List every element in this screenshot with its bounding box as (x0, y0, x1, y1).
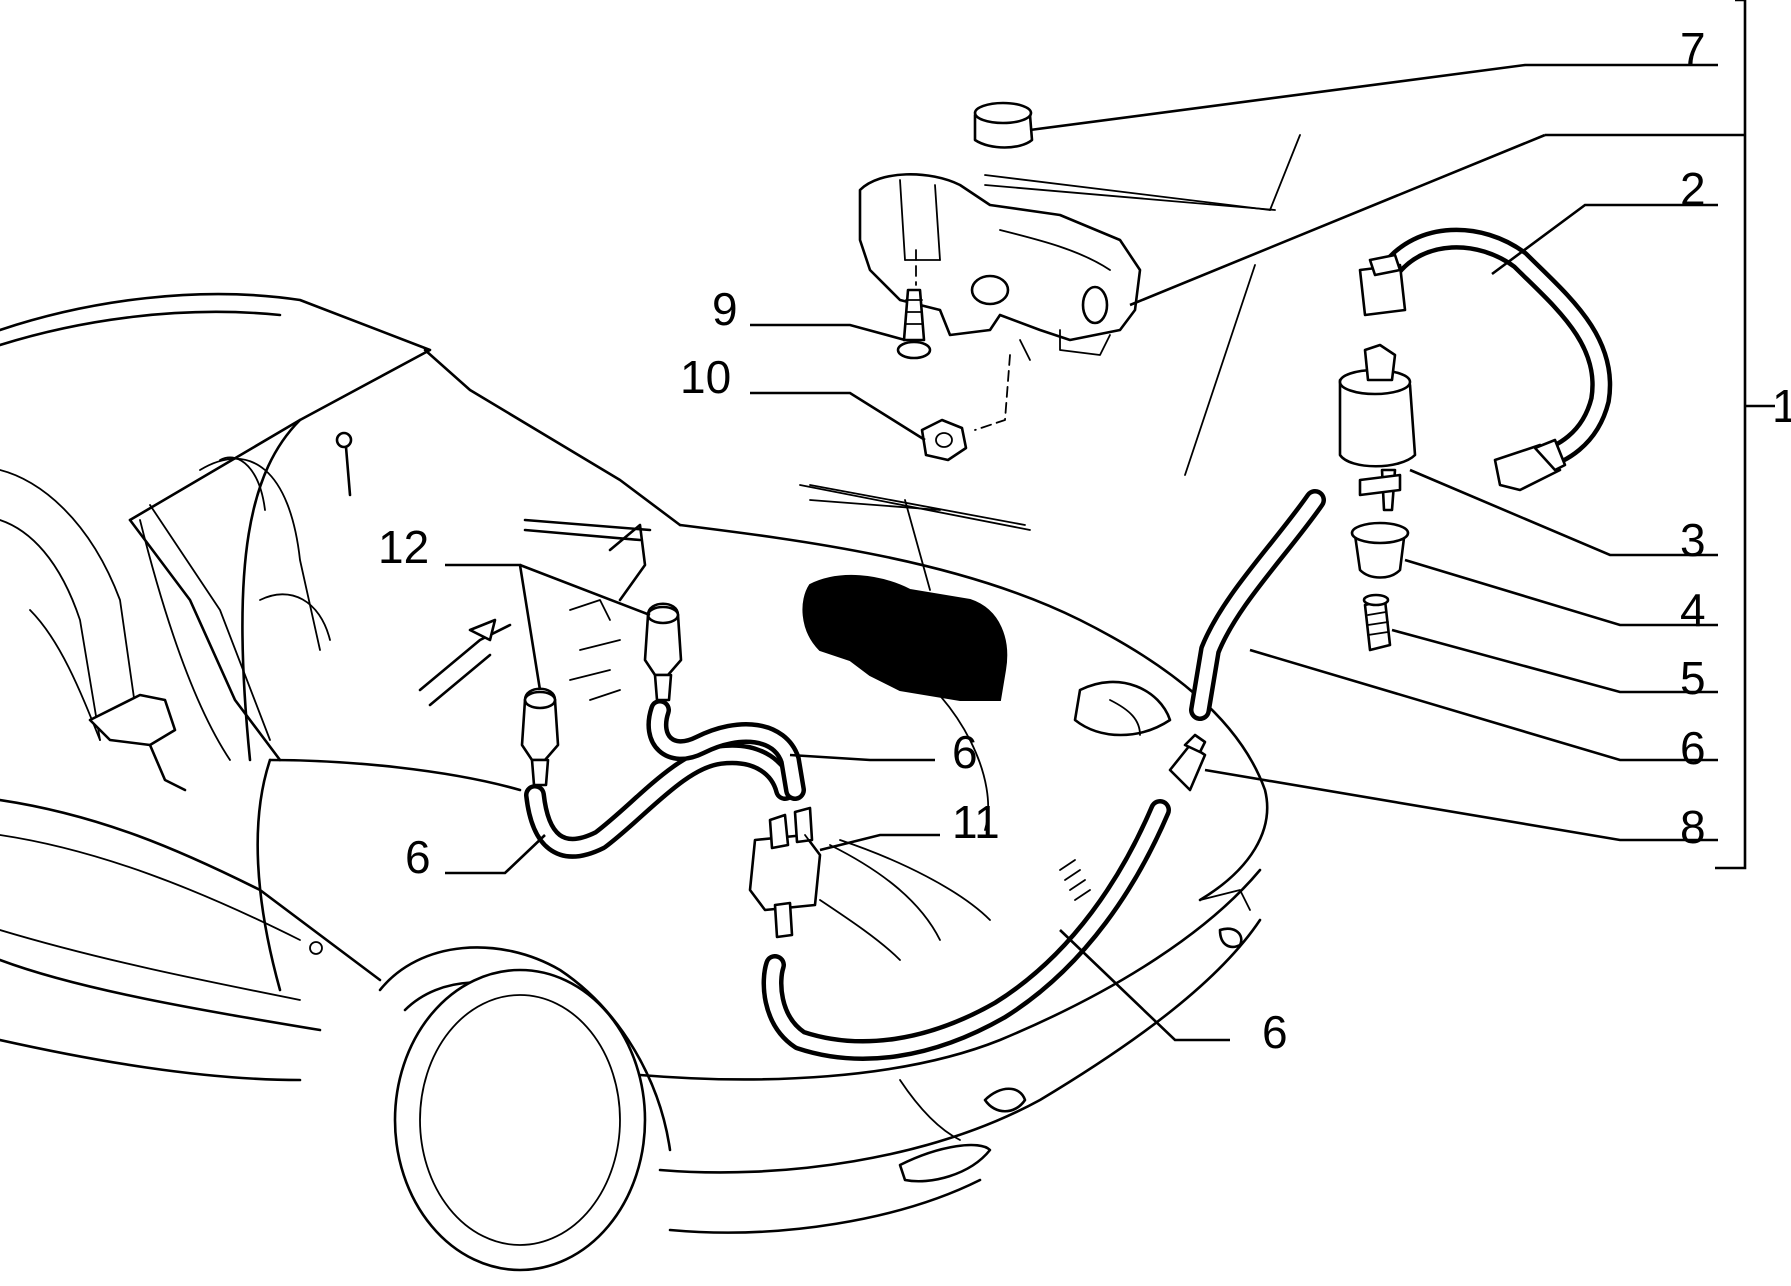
callout-6-right: 6 (1680, 722, 1706, 774)
callout-12: 12 (378, 521, 429, 573)
callout-9: 9 (712, 283, 738, 335)
callout-5: 5 (1680, 652, 1706, 704)
washer-nozzle-right (643, 602, 683, 702)
washer-reservoir (858, 173, 1142, 361)
hose-long-right (1189, 489, 1326, 721)
nut (920, 354, 1011, 462)
callout-labels: 1 2 3 4 5 6 6 6 6 7 8 9 10 11 12 (378, 23, 1791, 1058)
washer-pump (1338, 343, 1417, 512)
callout-6-nozzle-right: 6 (952, 726, 978, 778)
assembly-guide-lines (809, 134, 1301, 591)
callout-6-nozzle-left: 6 (405, 831, 431, 883)
leader-lines (445, 0, 1775, 1042)
filter (1362, 593, 1392, 652)
bolt (896, 249, 932, 360)
engine-block (802, 575, 1008, 701)
callout-3: 3 (1680, 514, 1706, 566)
hose-nozzle-left (524, 743, 796, 859)
connector-8 (1168, 733, 1207, 792)
hose-nozzle-right (646, 699, 806, 801)
callout-8: 8 (1680, 801, 1706, 853)
washer-nozzle-left (520, 687, 560, 787)
wiring-harness (1358, 227, 1613, 492)
car-body-outline (0, 292, 1269, 1272)
callout-6-front: 6 (1262, 1006, 1288, 1058)
callout-11: 11 (952, 796, 1000, 848)
callout-10: 10 (680, 351, 731, 403)
callout-7: 7 (1680, 23, 1706, 75)
callout-4: 4 (1680, 584, 1706, 636)
reservoir-cap (973, 101, 1034, 149)
callout-2: 2 (1680, 163, 1706, 215)
hose-front (761, 799, 1171, 1061)
t-connector-valve (748, 806, 822, 939)
callout-1: 1 (1772, 380, 1791, 432)
grommet (1350, 521, 1410, 579)
